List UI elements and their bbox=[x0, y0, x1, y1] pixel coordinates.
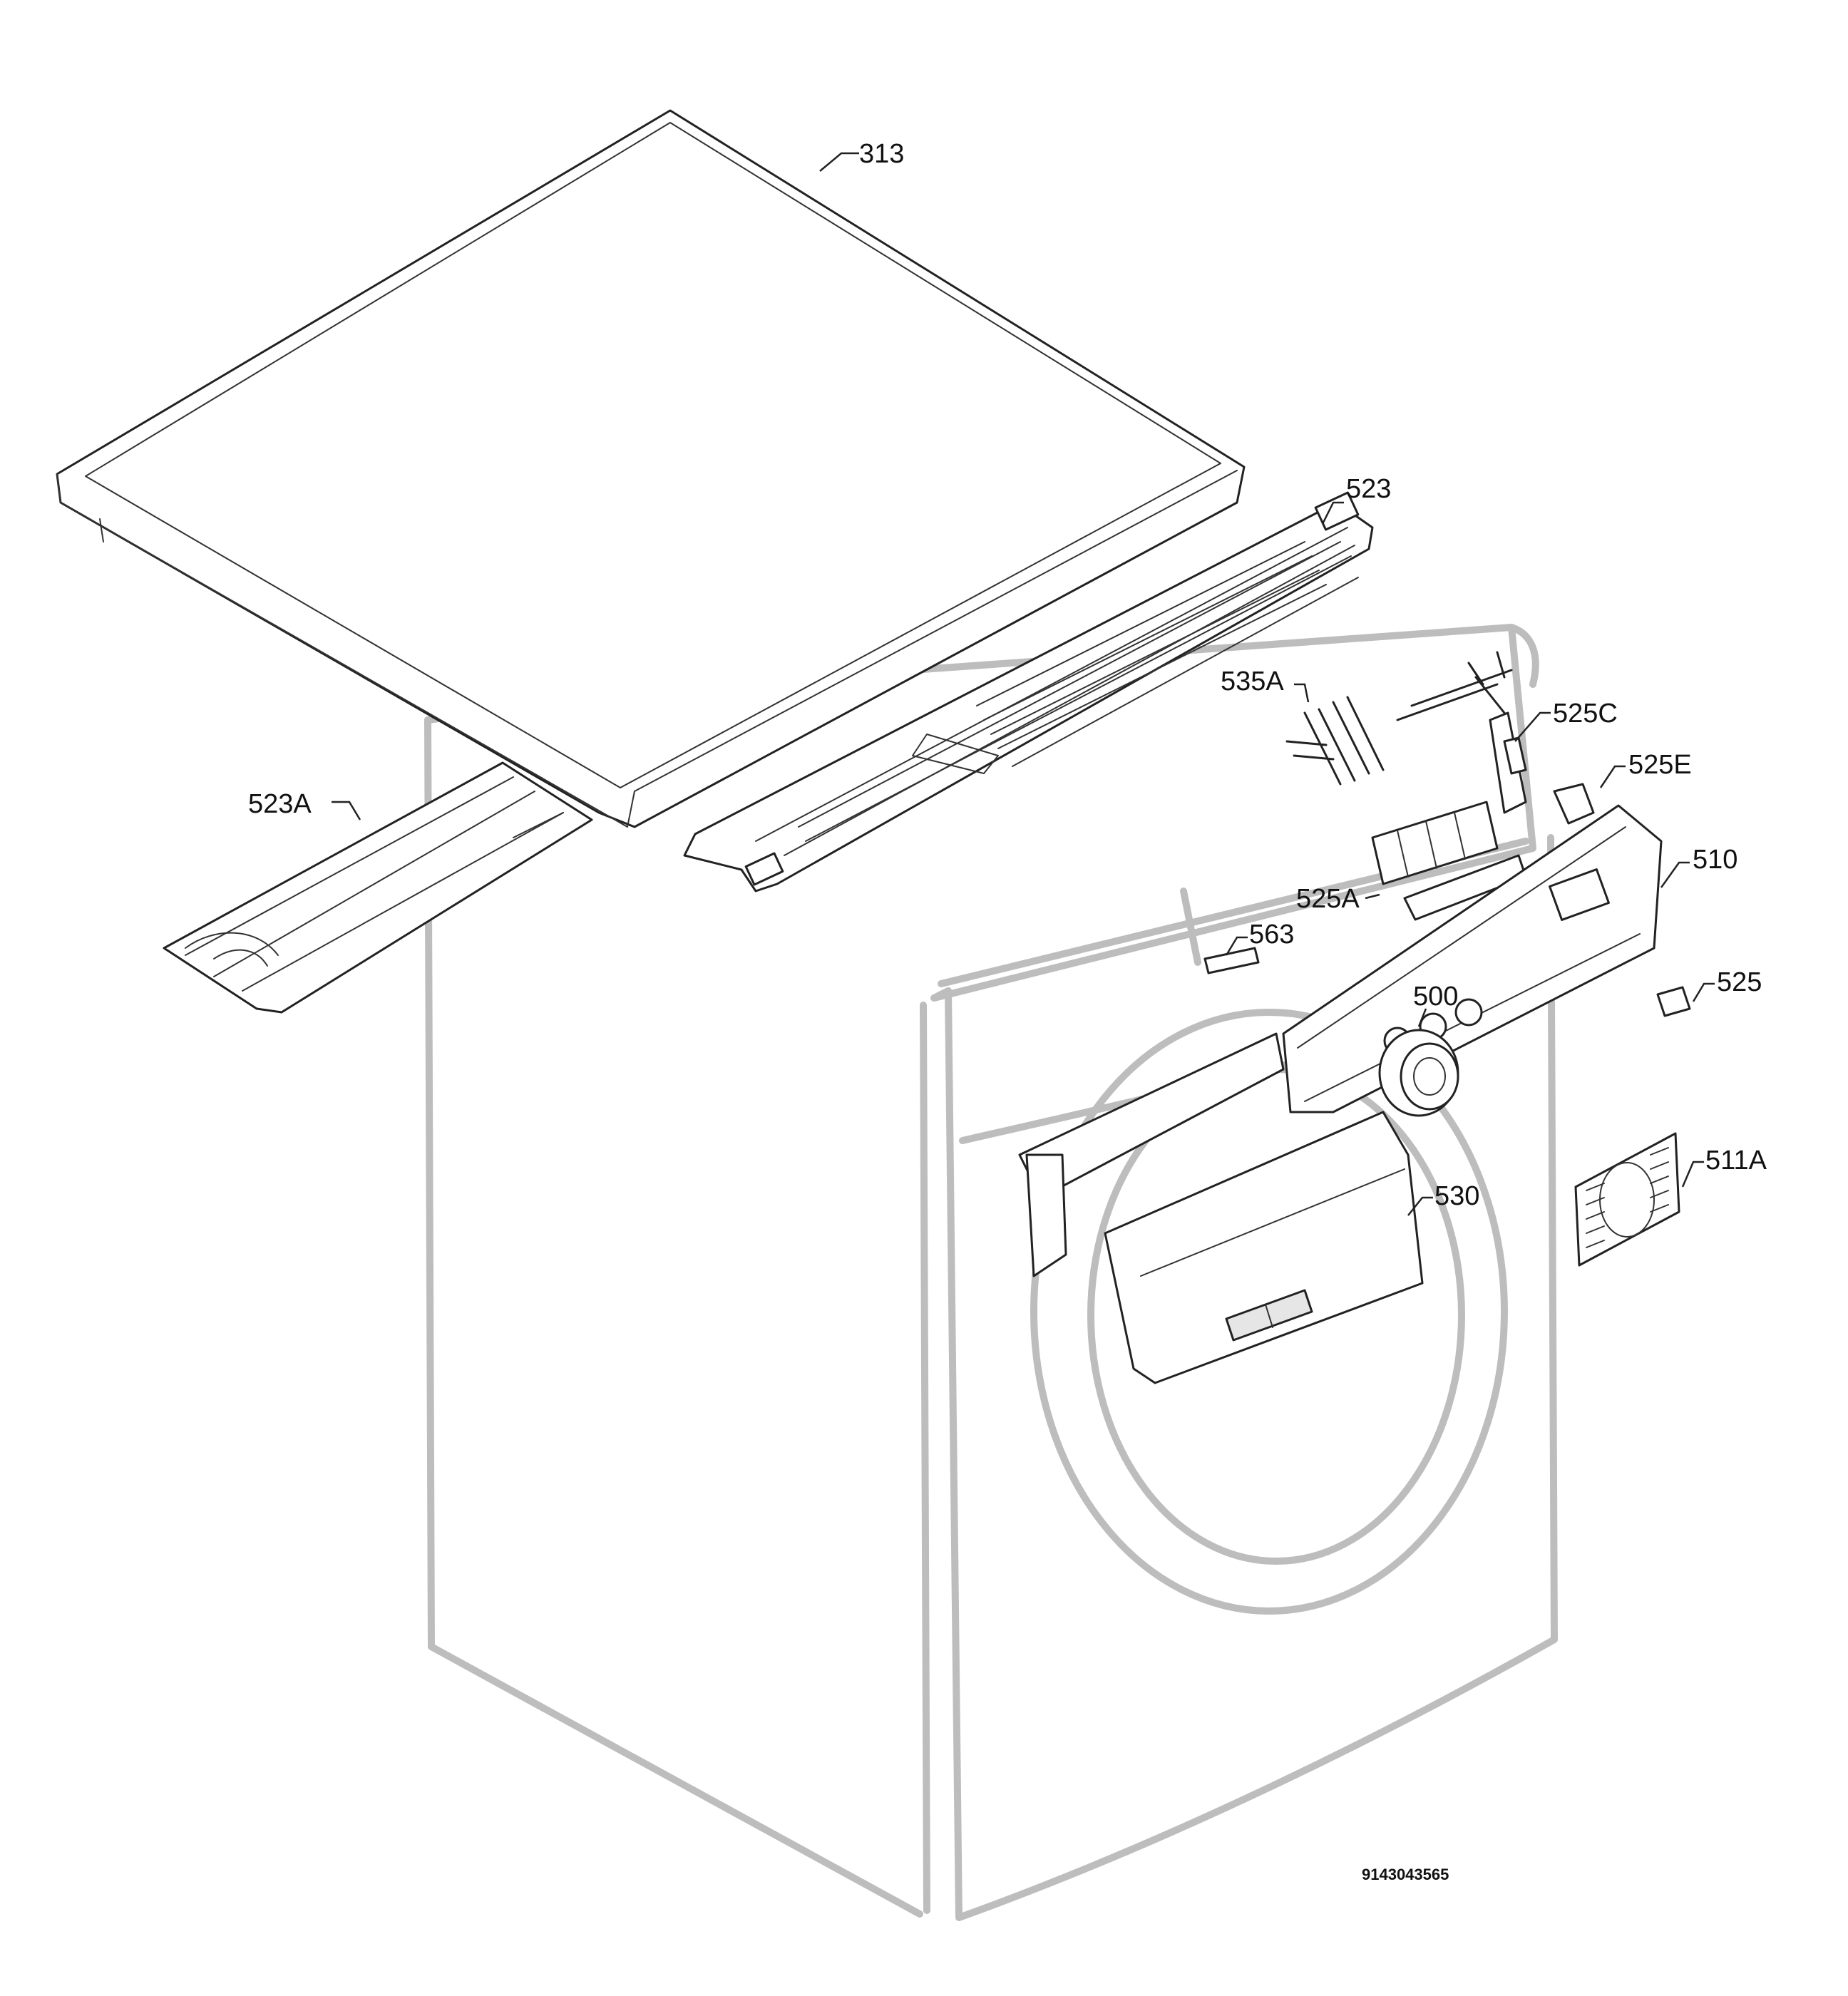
label-plate-511A bbox=[1574, 1132, 1680, 1267]
label-525C: 525C bbox=[1553, 699, 1618, 729]
label-523A: 523A bbox=[248, 789, 312, 819]
pins-535A bbox=[1285, 651, 1513, 786]
label-510: 510 bbox=[1693, 845, 1737, 875]
drawer-530 bbox=[1018, 1032, 1424, 1384]
clip-525 bbox=[1656, 986, 1691, 1017]
reference-number: 9143043565 bbox=[1362, 1866, 1449, 1883]
label-530: 530 bbox=[1434, 1181, 1479, 1211]
rail-523A bbox=[163, 761, 593, 1014]
part-labels: 313 523 523A 535A 525C 525E 510 525A 563… bbox=[248, 139, 1767, 1211]
top-cover-313 bbox=[56, 109, 1246, 828]
label-563: 563 bbox=[1249, 920, 1294, 950]
leader-lines bbox=[332, 152, 1715, 1216]
label-525A: 525A bbox=[1296, 884, 1360, 914]
switch-block-525C bbox=[1489, 711, 1527, 814]
pin-563 bbox=[1203, 947, 1260, 974]
label-500: 500 bbox=[1413, 982, 1458, 1012]
button-525E bbox=[1553, 783, 1595, 825]
label-511A: 511A bbox=[1705, 1146, 1767, 1176]
label-313: 313 bbox=[859, 139, 904, 169]
label-525: 525 bbox=[1717, 967, 1762, 997]
label-523: 523 bbox=[1346, 474, 1391, 504]
knob-500 bbox=[1378, 1029, 1459, 1117]
rail-523 bbox=[683, 491, 1374, 892]
label-535A: 535A bbox=[1221, 667, 1284, 696]
control-panel-510 bbox=[1282, 804, 1663, 1113]
label-525E: 525E bbox=[1628, 750, 1692, 780]
